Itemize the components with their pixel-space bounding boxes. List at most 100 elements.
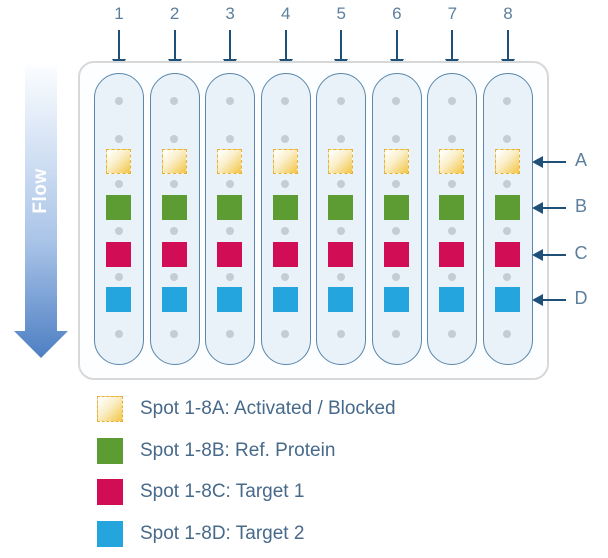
spot-a-activated-blocked [328, 149, 354, 174]
legend-swatch-a [97, 396, 123, 422]
legend-item-a: Spot 1-8A: Activated / Blocked [97, 396, 396, 422]
legend-label: Spot 1-8A: Activated / Blocked [140, 398, 396, 419]
channel-dot [281, 227, 290, 235]
channel-number-6: 6 [392, 4, 402, 23]
channel-number-8: 8 [503, 4, 513, 23]
channel-dot [281, 330, 290, 338]
channel-dot [503, 97, 512, 105]
channel-5 [316, 73, 367, 365]
spot-b-ref-protein [439, 195, 465, 220]
channel-dot [392, 273, 401, 281]
legend-swatch-c [97, 479, 123, 505]
channel-number-7: 7 [447, 4, 458, 23]
arrow-left-icon [532, 249, 566, 261]
arrow-shaft [506, 30, 509, 59]
channel-dot [392, 180, 401, 188]
spot-c-target-1 [106, 242, 131, 267]
legend-item-d: Spot 1-8D: Target 2 [97, 520, 396, 547]
spot-d-target-2 [161, 287, 187, 312]
channel-dot [281, 273, 290, 281]
arrow-shaft [229, 30, 232, 59]
spot-a-activated-blocked [161, 149, 187, 174]
channel-dot [281, 180, 290, 188]
channel-dot [447, 97, 456, 105]
channel-dot [225, 227, 234, 235]
arrow-head [532, 294, 543, 306]
flow-cell-plate [78, 61, 549, 380]
arrow-shaft [340, 30, 343, 59]
channel-number-1: 1 [114, 4, 124, 23]
channel-dot [392, 135, 401, 143]
channel-4 [260, 73, 311, 365]
spot-d-target-2 [217, 287, 243, 312]
channel-number-5: 5 [336, 4, 346, 23]
spot-c-target-1 [439, 242, 465, 267]
arrow-shaft [542, 161, 566, 163]
channel-dot [392, 97, 401, 105]
channel-7 [427, 73, 478, 365]
spot-d-target-2 [439, 287, 465, 312]
spot-c-target-1 [328, 242, 354, 267]
channel-dot [170, 135, 179, 143]
channel-dot [503, 330, 512, 338]
spot-c-target-1 [383, 242, 409, 267]
arrow-shaft [542, 299, 566, 301]
channel-dot [447, 330, 456, 338]
legend-swatch-b [97, 437, 123, 464]
channel-dot [114, 227, 123, 235]
channel-dot [392, 330, 401, 338]
spot-d-target-2 [494, 287, 520, 312]
arrow-shaft [118, 30, 120, 59]
channel-dot [114, 180, 123, 188]
spot-b-ref-protein [106, 195, 131, 220]
legend: Spot 1-8A: Activated / Blocked Spot 1-8B… [97, 396, 396, 558]
channel-dot [281, 135, 290, 143]
arrow-shaft [451, 30, 454, 59]
spot-d-target-2 [328, 287, 354, 312]
spot-c-target-1 [217, 242, 243, 267]
channels-container [94, 73, 533, 365]
channel-dot [503, 180, 512, 188]
flow-label: Flow [30, 168, 51, 214]
channel-dot [225, 97, 234, 105]
arrow-left-icon [532, 294, 566, 306]
channel-dot [114, 135, 123, 143]
spot-c-target-1 [272, 242, 298, 267]
spot-b-ref-protein [272, 195, 298, 220]
row-label-C: C [574, 243, 588, 263]
channel-dot [281, 97, 290, 105]
spot-c-target-1 [494, 242, 520, 267]
arrow-shaft [173, 30, 176, 59]
spot-a-activated-blocked [106, 149, 131, 174]
spot-a-activated-blocked [272, 149, 298, 174]
spot-a-activated-blocked [494, 149, 520, 174]
row-label-D: D [574, 288, 588, 308]
row-label-B: B [574, 196, 587, 216]
channel-dot [170, 180, 179, 188]
spot-d-target-2 [272, 287, 298, 312]
arrow-head [532, 249, 543, 261]
spot-d-target-2 [106, 287, 131, 312]
channel-number-4: 4 [280, 4, 291, 23]
legend-swatch-d [97, 520, 123, 547]
arrow-left-icon [532, 156, 566, 168]
channel-8 [482, 73, 533, 365]
legend-label: Spot 1-8B: Ref. Protein [140, 439, 336, 461]
legend-label: Spot 1-8D: Target 2 [140, 522, 305, 544]
spot-d-target-2 [383, 287, 409, 312]
channel-dot [225, 135, 234, 143]
channel-dot [170, 227, 179, 235]
channel-dot [336, 330, 345, 338]
arrow-shaft [284, 30, 287, 59]
channel-1 [94, 73, 144, 365]
channel-number-2: 2 [169, 4, 180, 23]
arrow-head [532, 202, 543, 214]
arrow-shaft [542, 254, 566, 256]
channel-dot [503, 135, 512, 143]
channel-dot [336, 97, 345, 105]
spot-b-ref-protein [494, 195, 520, 220]
channel-3 [205, 73, 256, 365]
channel-dot [447, 227, 456, 235]
channel-dot [447, 135, 456, 143]
